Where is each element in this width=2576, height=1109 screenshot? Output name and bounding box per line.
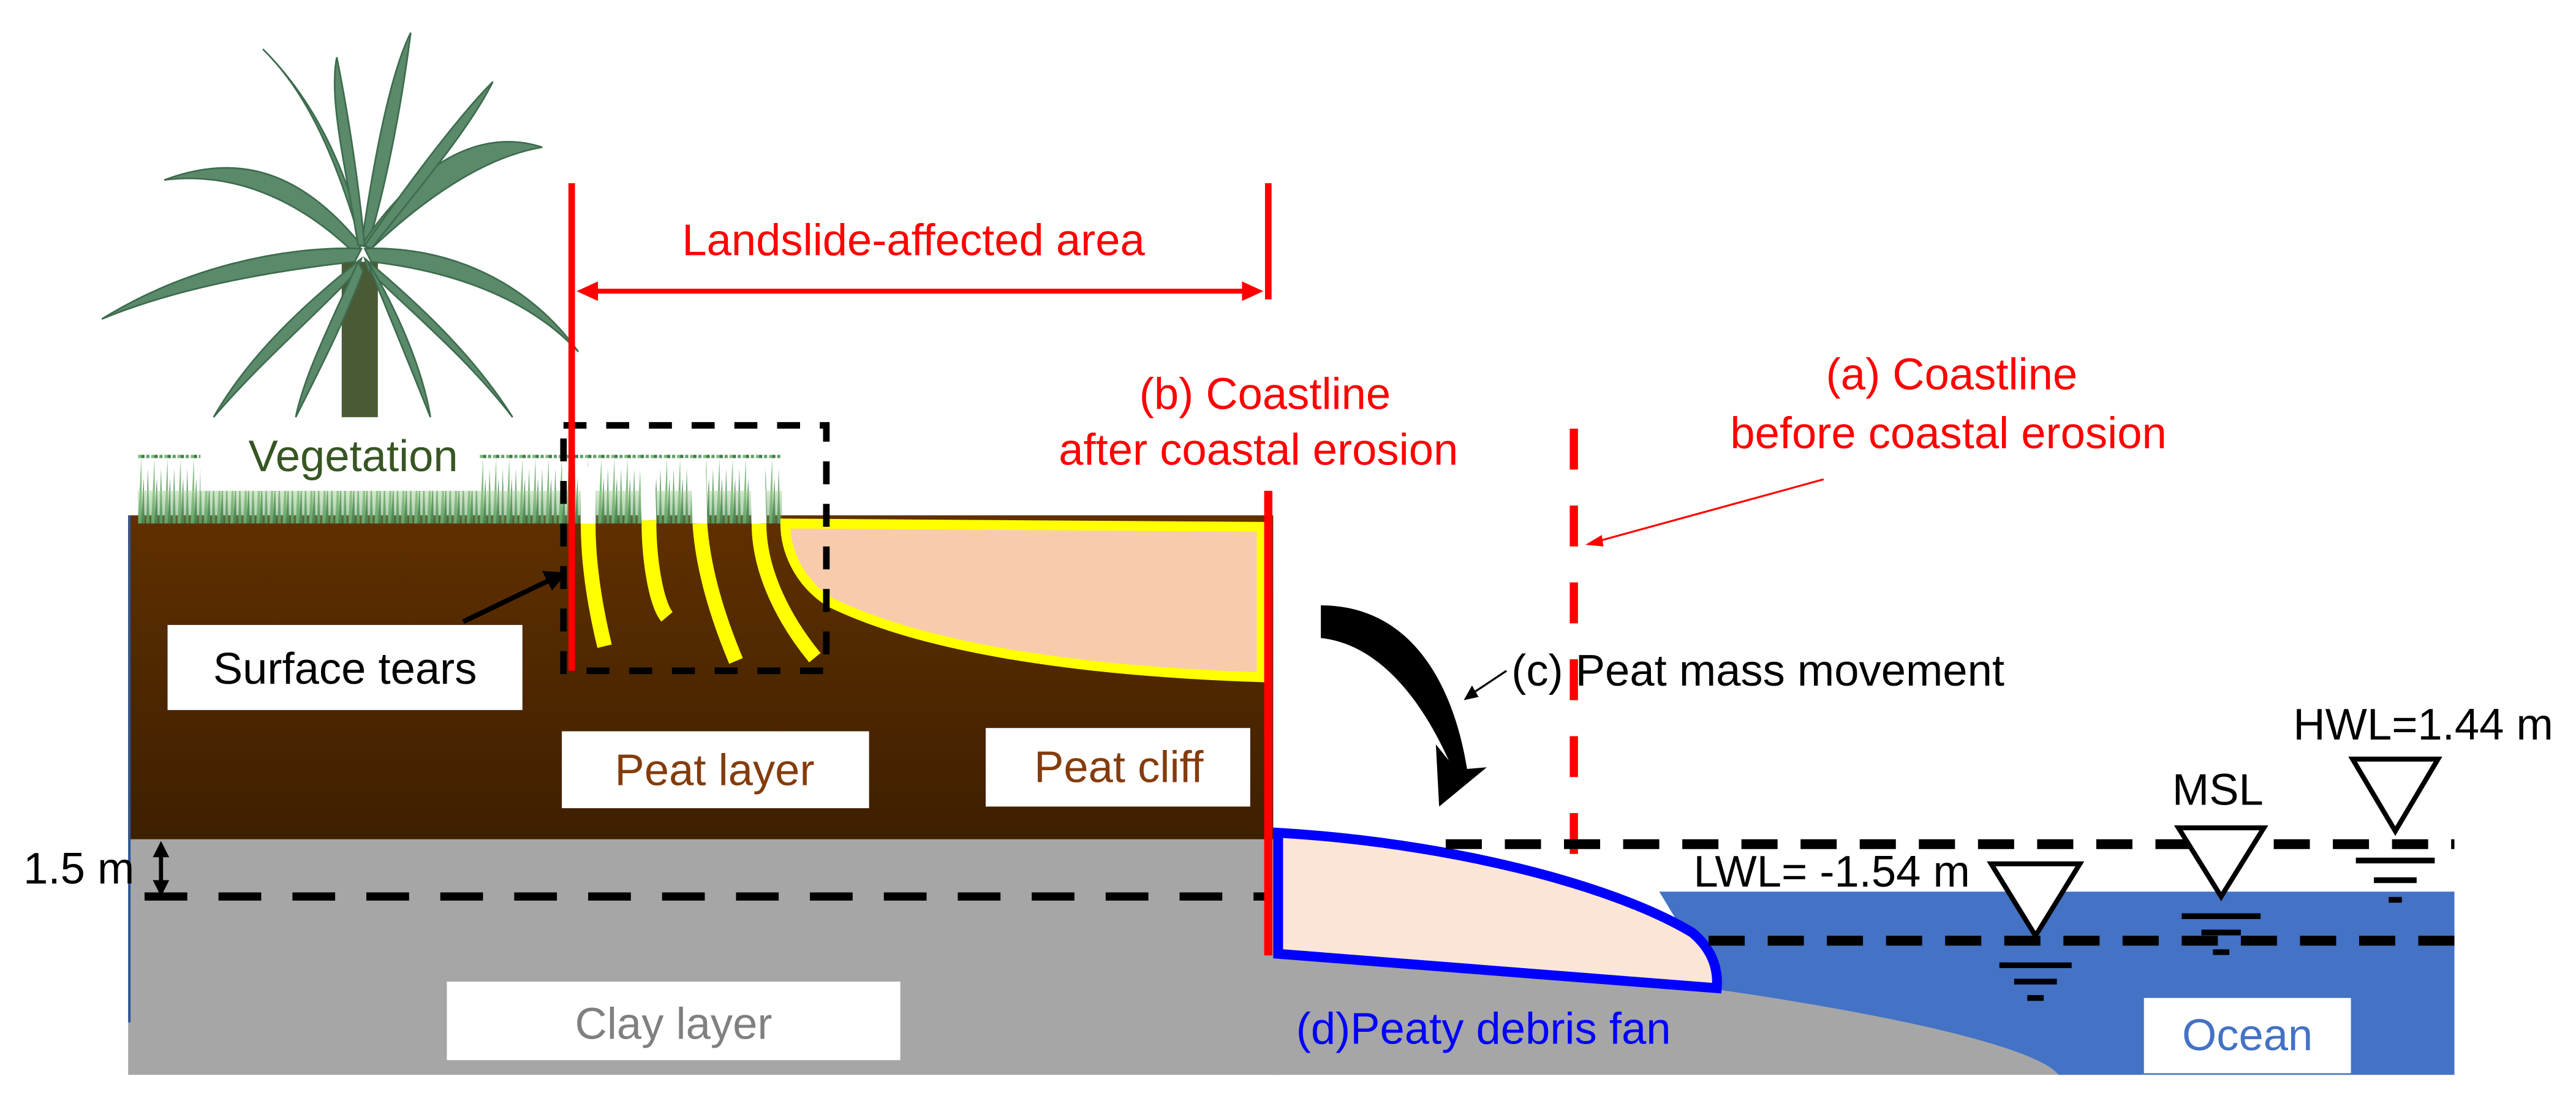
ocean-text: Ocean (2182, 1011, 2313, 1060)
coastline-a-subtitle: before coastal erosion (1730, 409, 2166, 458)
clay-layer-label: Clay layer (447, 982, 901, 1061)
depth-text: 1.5 m (23, 844, 134, 893)
lwl-text: LWL= -1.54 m (1693, 847, 1970, 896)
debris-fan-text: (d)Peaty debris fan (1296, 1005, 1671, 1054)
surface-tears (581, 461, 821, 664)
peat-layer-text: Peat layer (615, 746, 815, 795)
hwl-text: HWL=1.44 m (2293, 700, 2553, 749)
surface-tears-text: Surface tears (213, 645, 477, 694)
palm-tree-icon (101, 32, 580, 418)
surface-tears-highlight-box (560, 422, 830, 675)
vegetation-text: Vegetation (248, 432, 458, 481)
peat-cliff-text: Peat cliff (1034, 743, 1204, 792)
coastline-a-title: (a) Coastline (1826, 350, 2077, 399)
msl-marker-icon (2174, 825, 2268, 955)
depth-marker: 1.5 m (23, 841, 170, 897)
coastline-markers (568, 183, 1578, 956)
lwl-marker-icon (1987, 861, 2085, 1001)
coastline-a-leader (1585, 478, 1824, 547)
peaty-debris-fan (1273, 827, 1722, 994)
msl-text: MSL (2172, 766, 2264, 815)
mass-movement-arrow-icon (1321, 605, 1487, 807)
vegetation-label: Vegetation (200, 420, 480, 491)
peat-mass-movement-callout: (c) Peat mass movement (1464, 646, 2004, 700)
coastline-b-subtitle: after coastal erosion (1059, 425, 1458, 474)
ocean-label: Ocean (2144, 997, 2351, 1073)
peat-layer-label: Peat layer (562, 731, 869, 809)
landslide-area-text: Landslide-affected area (682, 216, 1145, 265)
clay-layer-text: Clay layer (575, 1000, 772, 1049)
surface-tears-callout: Surface tears (167, 570, 567, 710)
landslide-area-dimension: Landslide-affected area (576, 216, 1264, 301)
peat-mass-movement-text: (c) Peat mass movement (1511, 646, 2004, 695)
landslide-slump-block (780, 518, 1267, 683)
coastline-b-title: (b) Coastline (1139, 370, 1391, 419)
peat-cliff-label: Peat cliff (986, 728, 1250, 807)
hwl-marker-icon (2348, 756, 2442, 903)
